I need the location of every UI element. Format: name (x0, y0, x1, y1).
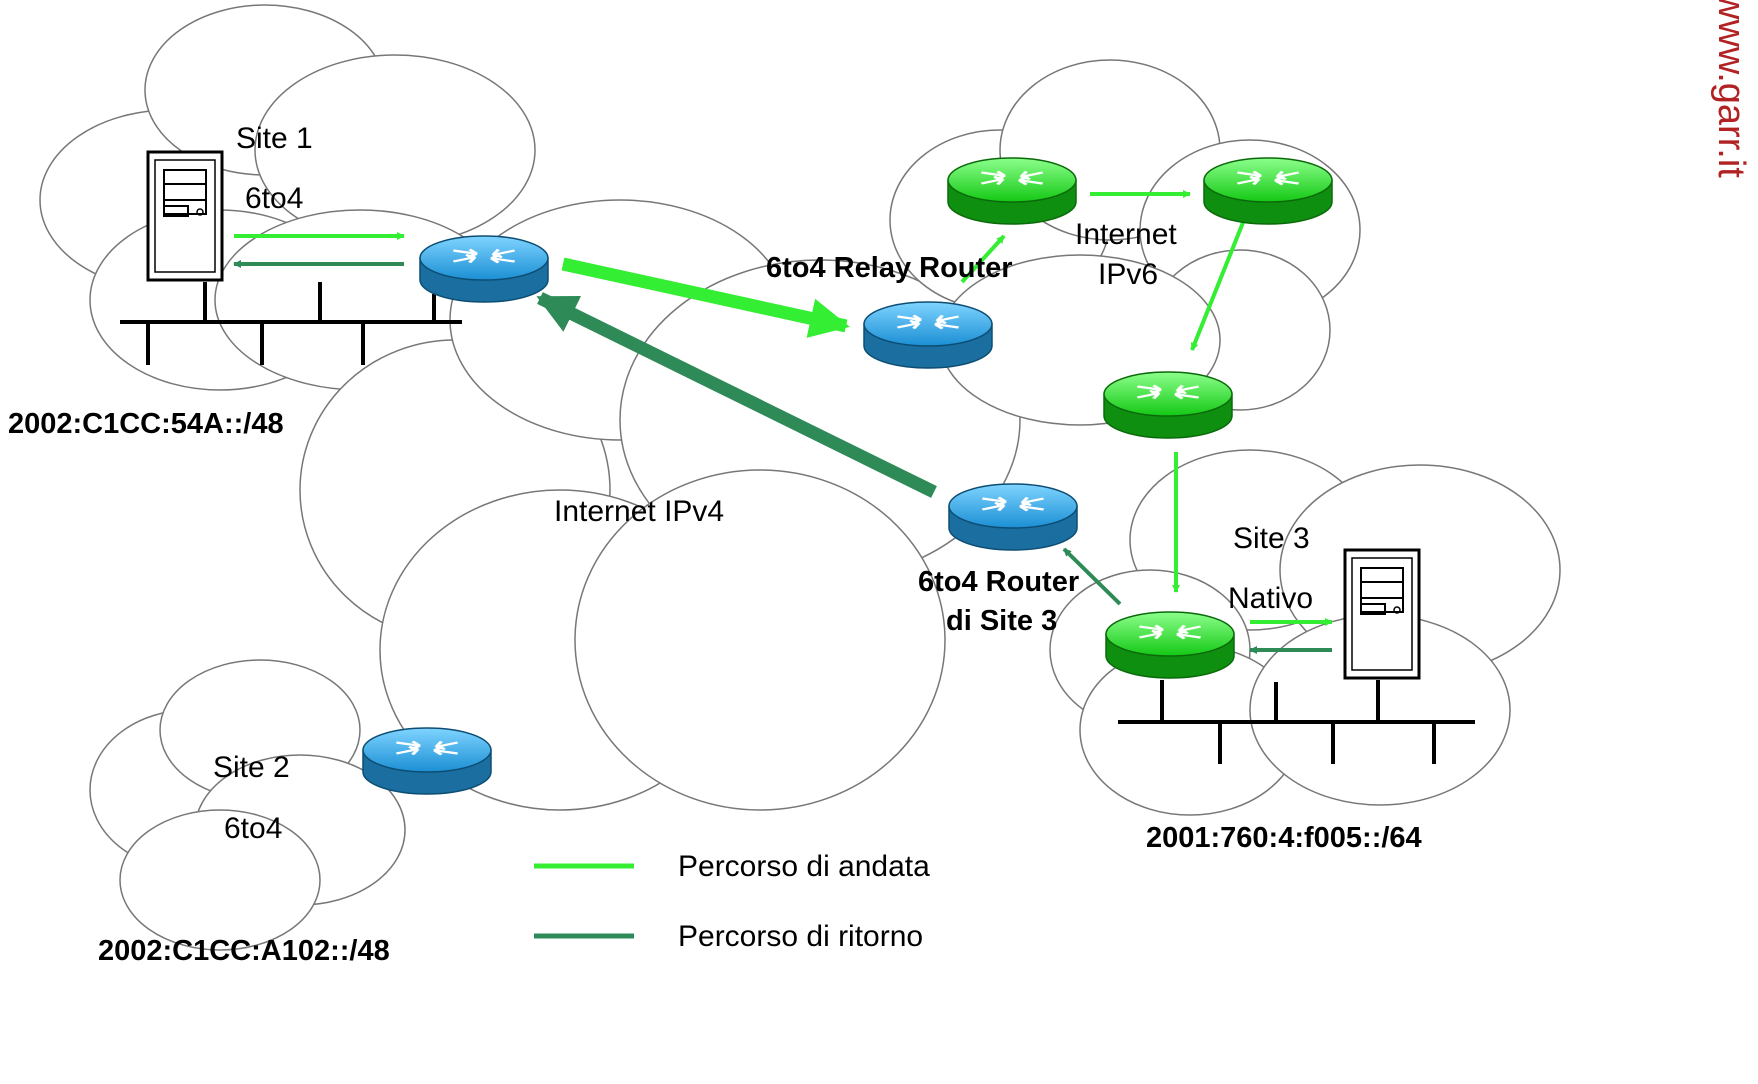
site2-prefix: 2002:C1CC:A102::/48 (98, 935, 390, 967)
relay-router-label: 6to4 Relay Router (766, 252, 1013, 284)
ipv6-router-2-icon (1203, 157, 1333, 225)
relay-router-icon (863, 301, 993, 369)
ipv6-cloud-label-line1: Internet (1075, 218, 1177, 251)
site3-name: Site 3 (1233, 522, 1310, 555)
site3-router-label-line2: di Site 3 (946, 605, 1058, 637)
return-path-arrows (233, 260, 1332, 654)
forward-tunnel-arrow (561, 257, 850, 338)
site2-type: 6to4 (224, 812, 283, 845)
site1-name: Site 1 (236, 122, 313, 155)
site1-server-icon (146, 150, 224, 282)
legend-forward-label: Percorso di andata (678, 850, 930, 883)
ipv6-cloud-label-line2: IPv6 (1098, 258, 1159, 291)
site2-name: Site 2 (213, 751, 290, 784)
site3-lan (1118, 680, 1475, 764)
site3-6to4-router-icon (948, 483, 1078, 551)
site2-router-icon (362, 727, 492, 795)
site3-server-icon (1343, 548, 1421, 680)
site3-router-label-line1: 6to4 Router (918, 566, 1080, 598)
return-tunnel-arrow (536, 292, 937, 498)
site2-cloud (89, 659, 406, 951)
site3-prefix: 2001:760:4:f005::/64 (1146, 822, 1422, 854)
site1-type: 6to4 (245, 182, 304, 215)
site1-router-icon (419, 235, 549, 303)
forward-path-arrows (234, 190, 1333, 626)
legend-return-label: Percorso di ritorno (678, 920, 924, 953)
site1-prefix: 2002:C1CC:54A::/48 (8, 408, 284, 440)
ipv6-router-1-icon (947, 157, 1077, 225)
site3-ipv6-router-icon (1105, 611, 1235, 679)
watermark: www.garr.it (1710, 0, 1752, 178)
site3-type: Nativo (1228, 582, 1314, 615)
site1-lan (120, 282, 462, 365)
ipv6-router-3-icon (1103, 371, 1233, 439)
ipv4-cloud-label: Internet IPv4 (554, 495, 725, 528)
